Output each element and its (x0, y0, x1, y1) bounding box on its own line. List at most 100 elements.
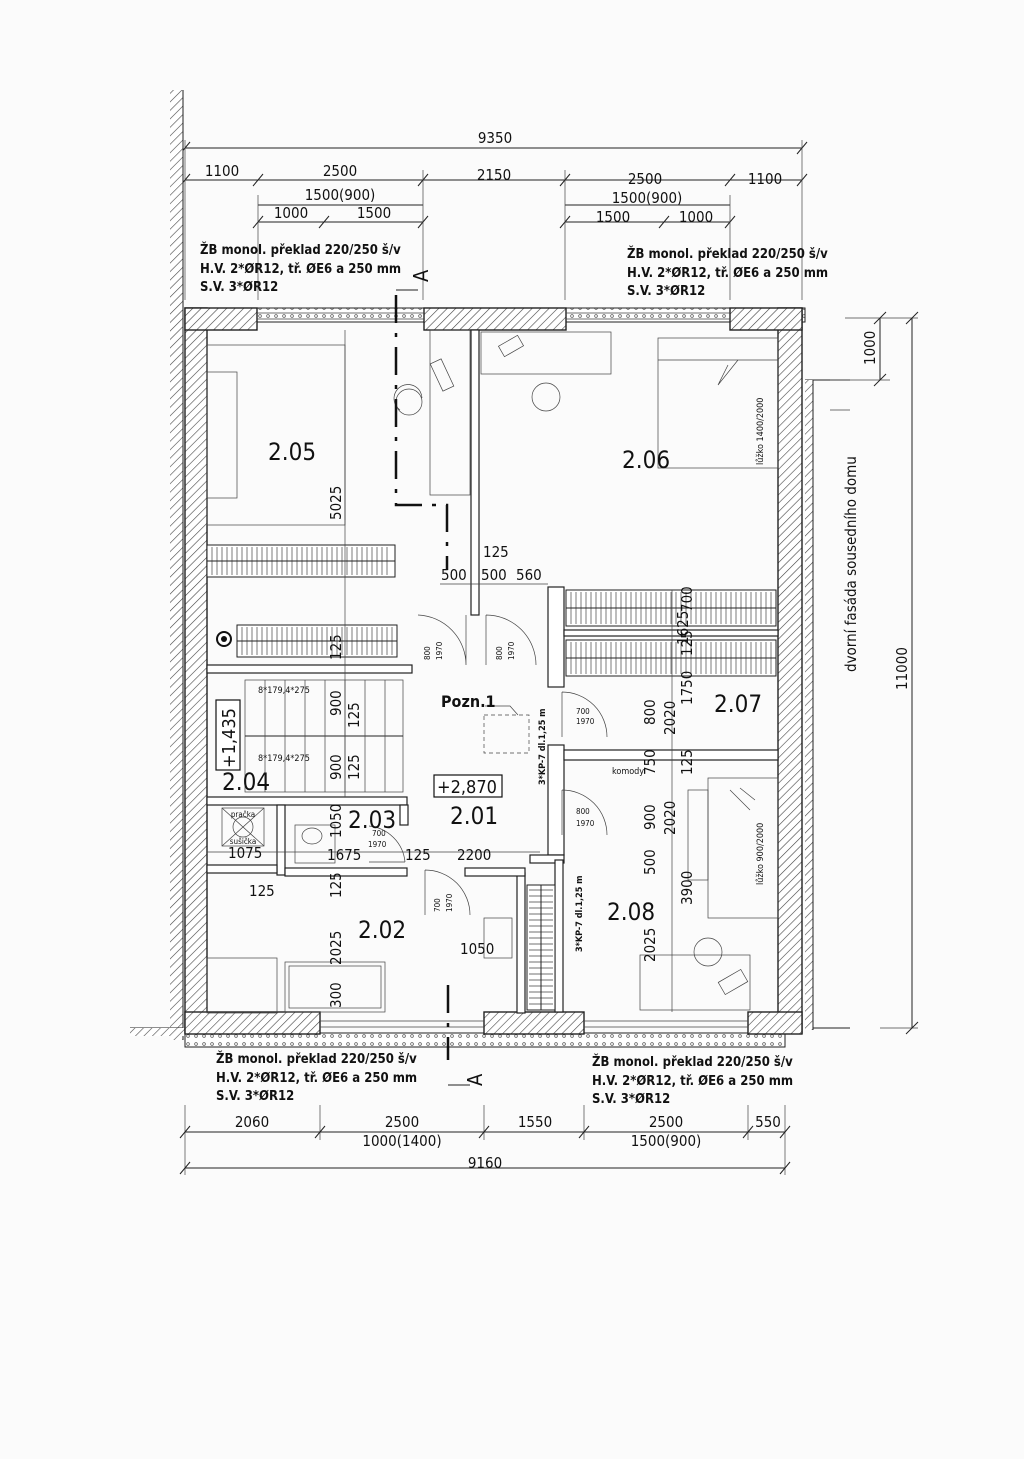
svg-text:1675: 1675 (327, 846, 361, 864)
svg-text:ŽB monol. překlad 220/250 š/v: ŽB monol. překlad 220/250 š/v (200, 242, 401, 258)
svg-text:700: 700 (576, 707, 590, 716)
lintel-note-bottom-right: ŽB monol. překlad 220/250 š/v H.V. 2*ØR1… (592, 1054, 793, 1107)
svg-text:500: 500 (641, 849, 659, 875)
svg-text:H.V. 2*ØR12, tř. ØE6 a 250 mm: H.V. 2*ØR12, tř. ØE6 a 250 mm (592, 1074, 793, 1089)
svg-text:ŽB monol. překlad 220/250 š/v: ŽB monol. překlad 220/250 š/v (216, 1051, 417, 1067)
svg-text:750: 750 (641, 749, 659, 775)
svg-text:ŽB monol. překlad 220/250 š/v: ŽB monol. překlad 220/250 š/v (627, 246, 828, 262)
right-dimensions: 1000 11000 dvorní fasáda sousedního domu (830, 311, 919, 1035)
room-2-02: 2.02 (358, 916, 406, 944)
wardrobes (206, 544, 777, 1011)
pozn-note: Pozn.1 (441, 692, 496, 711)
svg-text:ŽB monol. překlad 220/250 š/v: ŽB monol. překlad 220/250 š/v (592, 1054, 793, 1070)
svg-text:2500: 2500 (649, 1113, 683, 1131)
section-label-top: A (409, 269, 433, 282)
svg-text:2200: 2200 (457, 846, 491, 864)
stair-lower-label: 8*179,4*275 (258, 754, 310, 764)
lintel-note-bottom-left: ŽB monol. překlad 220/250 š/v H.V. 2*ØR1… (216, 1051, 417, 1104)
svg-text:S.V. 3*ØR12: S.V. 3*ØR12 (200, 280, 278, 295)
dim-top-right-b: 1000 (679, 208, 713, 226)
facade-label: dvorní fasáda sousedního domu (842, 456, 860, 672)
stairs: 8*179,4*275 8*179,4*275 (244, 679, 404, 793)
svg-text:2020: 2020 (661, 701, 679, 735)
room-2-01: 2.01 (450, 802, 498, 830)
bed-label-1: lůžko 1400/2000 (755, 398, 766, 465)
section-label-bottom: A (463, 1073, 487, 1086)
room-2-07: 2.07 (714, 690, 762, 718)
svg-text:500: 500 (481, 566, 507, 584)
neighbour-wall-left (130, 90, 185, 1040)
dim-top-3: 2150 (477, 166, 511, 184)
svg-text:900: 900 (327, 754, 345, 780)
svg-text:125: 125 (327, 872, 345, 898)
outer-walls (184, 307, 806, 1048)
dim-top-right-a: 1500 (596, 208, 630, 226)
svg-text:1500(900): 1500(900) (631, 1132, 702, 1150)
dim-right-top: 1000 (861, 331, 879, 365)
dim-overall-top: 9350 (478, 129, 512, 147)
svg-text:1970: 1970 (507, 641, 516, 660)
svg-text:700: 700 (433, 898, 442, 912)
svg-text:125: 125 (405, 846, 431, 864)
svg-text:700: 700 (678, 586, 696, 612)
svg-text:3900: 3900 (678, 871, 696, 905)
dim-top-left-opening: 1500(900) (305, 186, 376, 204)
svg-text:125: 125 (345, 754, 363, 780)
room-2-03: 2.03 (348, 806, 396, 834)
interior-walls (206, 329, 779, 1014)
dim-top-right-opening: 1500(900) (612, 189, 683, 207)
svg-text:1750: 1750 (678, 671, 696, 705)
lintel-note-top-right: ŽB monol. překlad 220/250 š/v H.V. 2*ØR1… (627, 246, 828, 299)
svg-text:500: 500 (441, 566, 467, 584)
svg-text:125: 125 (327, 634, 345, 660)
svg-text:2025: 2025 (641, 928, 659, 962)
interior-dimensions: 5025 125 500 500 560 125 900 125 900 125… (207, 330, 696, 1012)
svg-text:125: 125 (345, 702, 363, 728)
svg-text:700: 700 (372, 829, 386, 838)
svg-text:H.V. 2*ØR12, tř. ØE6 a 250 mm: H.V. 2*ØR12, tř. ØE6 a 250 mm (216, 1071, 417, 1086)
room-2-06: 2.06 (622, 446, 670, 474)
svg-text:800: 800 (423, 646, 432, 660)
neighbour-facade-right (805, 379, 850, 1030)
svg-text:2500: 2500 (385, 1113, 419, 1131)
dim-top-left-a: 1000 (274, 204, 308, 222)
bottom-dimensions: 2060 2500 1550 2500 550 1000(1400) 1500(… (179, 1105, 791, 1175)
svg-text:125: 125 (249, 882, 275, 900)
dresser-label: komody (612, 767, 644, 777)
svg-text:125: 125 (483, 543, 509, 561)
svg-text:S.V. 3*ØR12: S.V. 3*ØR12 (592, 1092, 670, 1107)
svg-text:1970: 1970 (576, 819, 595, 828)
svg-text:1050: 1050 (327, 804, 345, 838)
room-labels: 2.05 2.06 2.07 2.08 2.01 2.02 2.03 2.04 … (215, 398, 766, 944)
dim-top-2: 2500 (323, 162, 357, 180)
svg-text:H.V. 2*ØR12, tř. ØE6 a 250 mm: H.V. 2*ØR12, tř. ØE6 a 250 mm (200, 262, 401, 277)
dim-top-4: 2500 (628, 170, 662, 188)
top-dimensions: 9350 1100 2500 2150 2500 1100 1500(900) … (179, 129, 808, 300)
svg-text:1075: 1075 (228, 844, 262, 862)
svg-text:H.V. 2*ØR12, tř. ØE6 a 250 mm: H.V. 2*ØR12, tř. ØE6 a 250 mm (627, 266, 828, 281)
svg-text:550: 550 (755, 1113, 781, 1131)
room-2-05: 2.05 (268, 438, 316, 466)
svg-text:900: 900 (641, 804, 659, 830)
beams: 3*KP-7 dl.1,25 m 3*KP-7 dl.1,25 m (483, 705, 585, 952)
beam-left-label: 3*KP-7 dl.1,25 m (538, 708, 548, 785)
dim-top-left-b: 1500 (357, 204, 391, 222)
svg-text:1970: 1970 (368, 840, 387, 849)
svg-text:1970: 1970 (576, 717, 595, 726)
svg-text:560: 560 (516, 566, 542, 584)
svg-text:125: 125 (678, 749, 696, 775)
room-2-08: 2.08 (607, 898, 655, 926)
svg-text:S.V. 3*ØR12: S.V. 3*ØR12 (627, 284, 705, 299)
svg-text:300: 300 (327, 982, 345, 1008)
svg-text:5025: 5025 (327, 486, 345, 520)
level-stair: +1,435 (219, 708, 240, 768)
door-labels: 800 1970 800 1970 700 1970 800 1970 700 … (368, 641, 595, 912)
dryer-label: sušička (230, 836, 256, 846)
dim-top-5: 1100 (748, 170, 782, 188)
svg-text:9160: 9160 (468, 1154, 502, 1172)
furniture: pračka sušička (206, 329, 779, 1014)
svg-text:2025: 2025 (327, 931, 345, 965)
washer-label: pračka (231, 809, 255, 819)
lintel-note-top-left: ŽB monol. překlad 220/250 š/v H.V. 2*ØR1… (200, 242, 401, 295)
